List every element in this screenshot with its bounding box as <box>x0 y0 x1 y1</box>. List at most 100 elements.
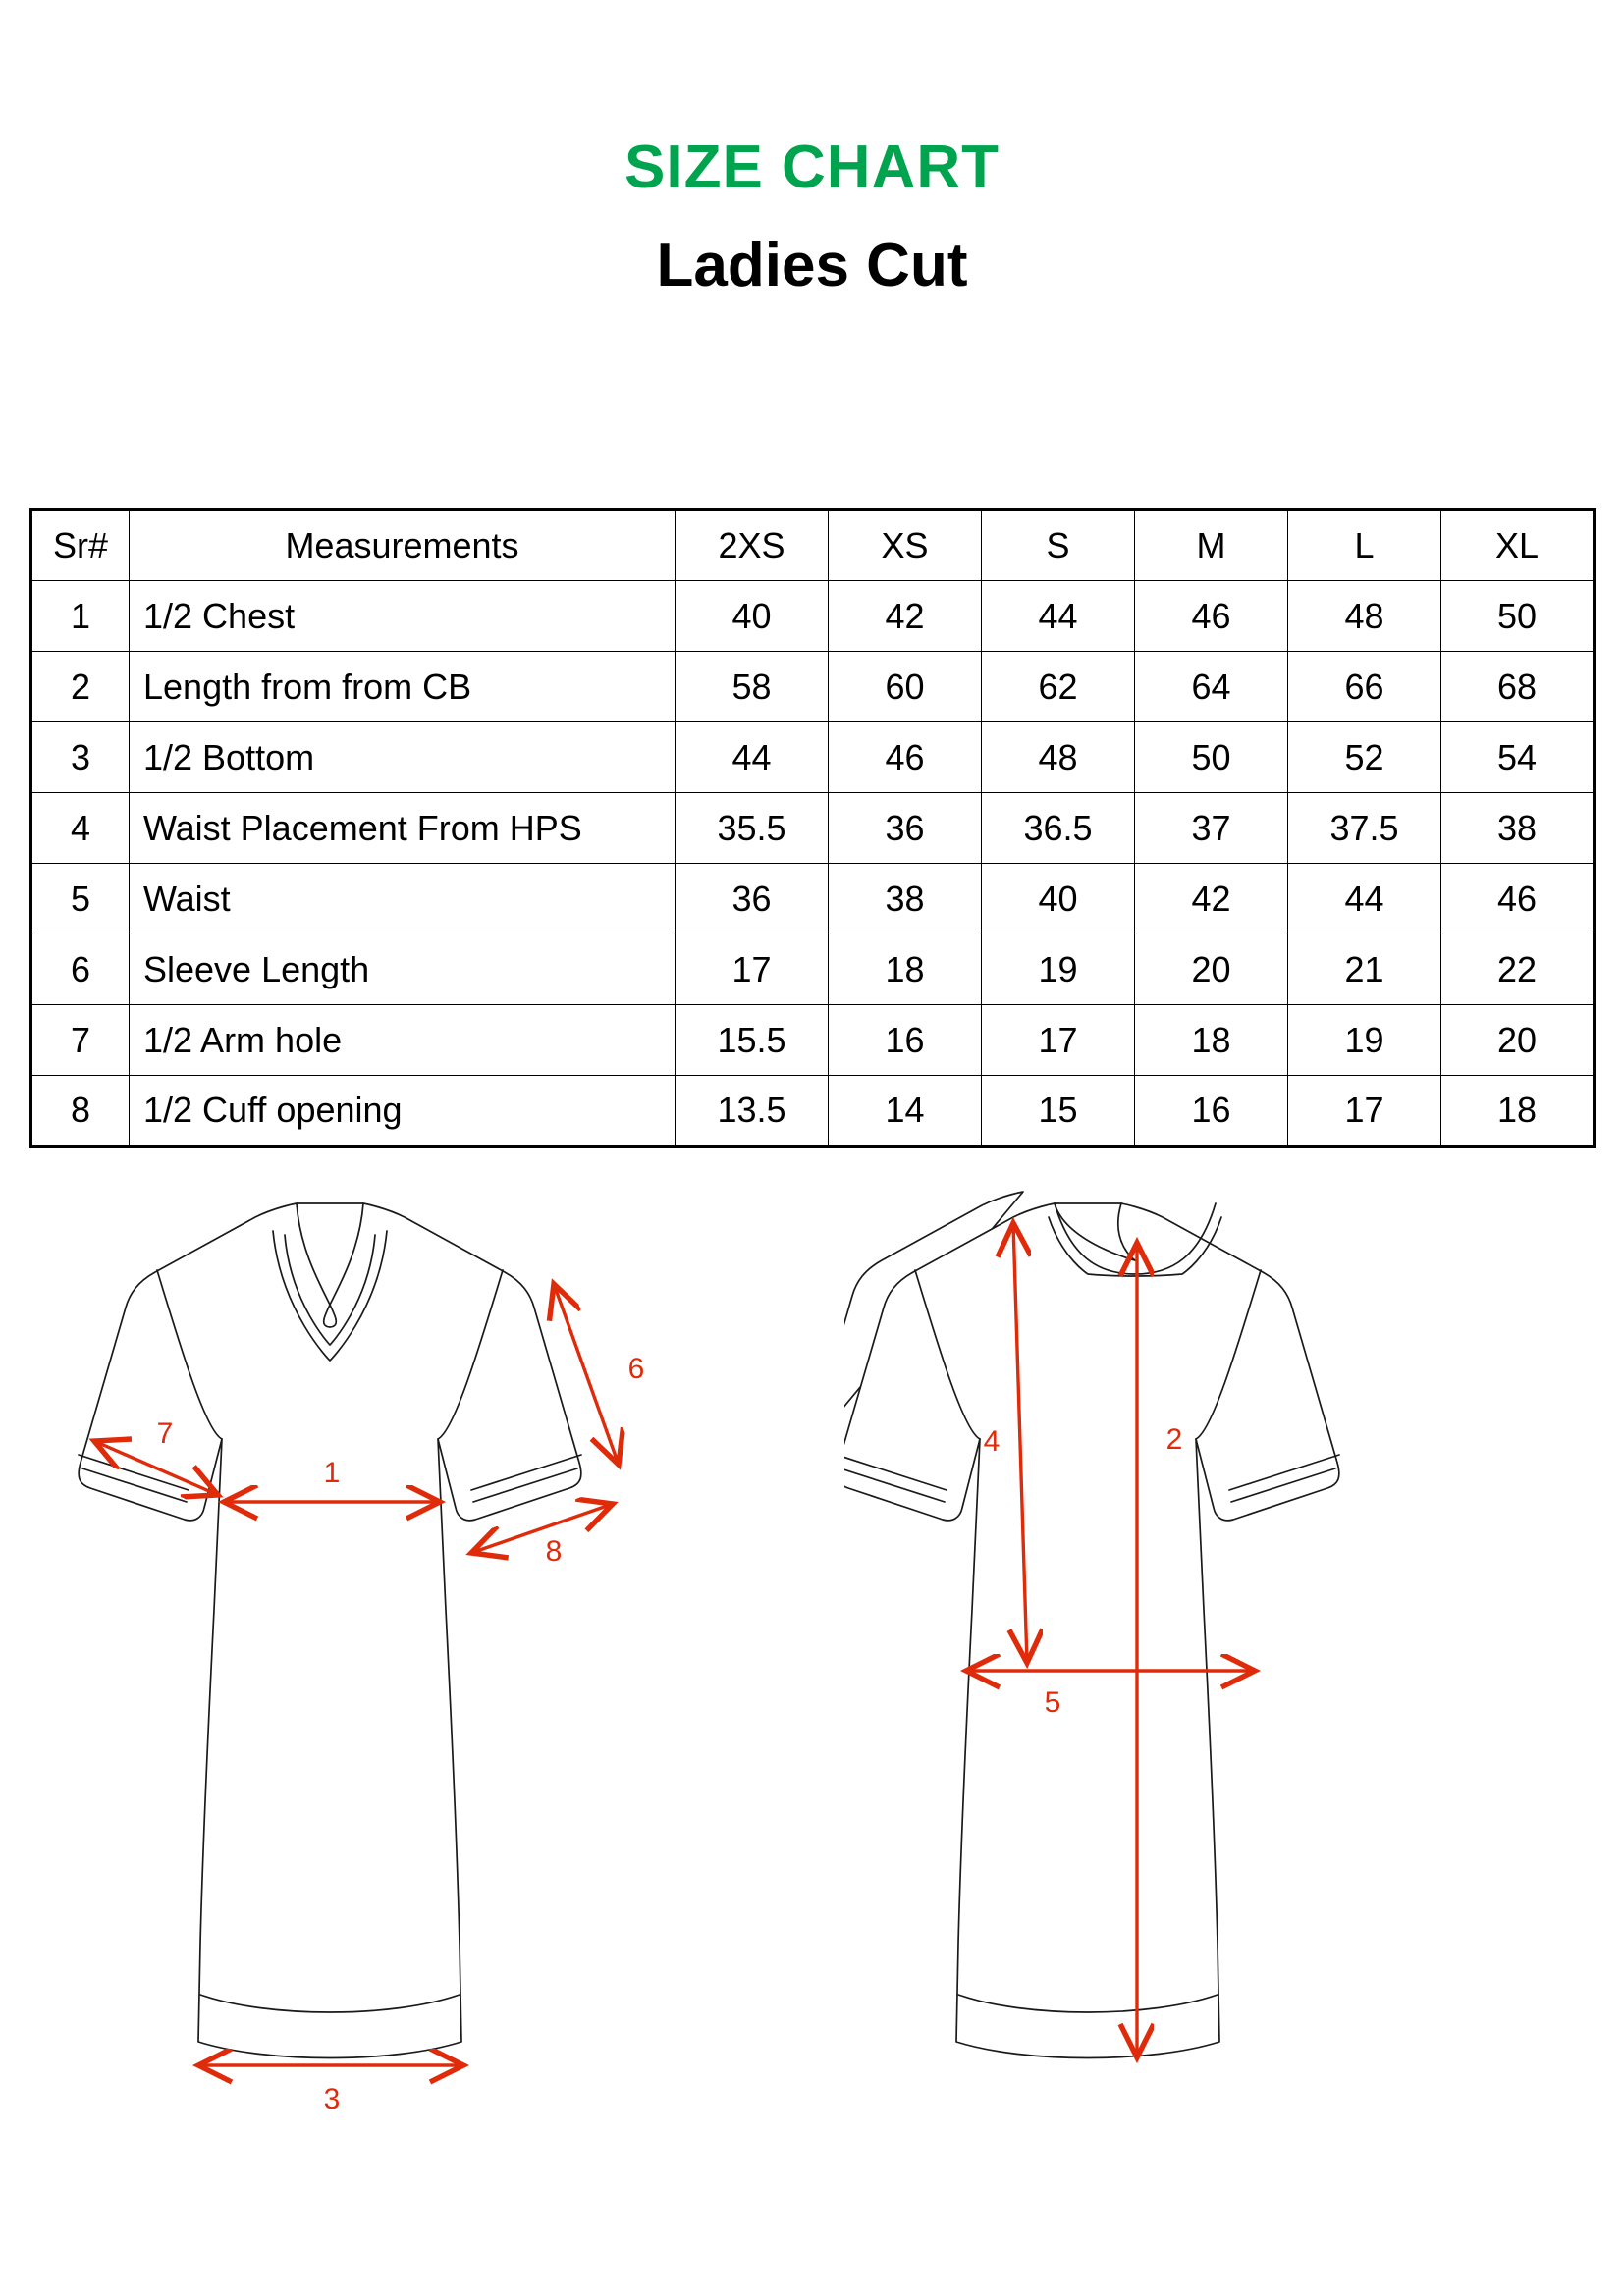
dimension-label-3: 3 <box>324 2083 341 2115</box>
cell-s: 17 <box>981 1004 1135 1076</box>
column-header-xl: XL <box>1440 509 1595 581</box>
cell-measurement: 1/2 Bottom <box>129 721 676 793</box>
cell-2xs: 35.5 <box>675 792 829 864</box>
cell-m: 64 <box>1134 651 1288 722</box>
cell-m: 50 <box>1134 721 1288 793</box>
cell-xl: 20 <box>1440 1004 1595 1076</box>
cell-xl: 46 <box>1440 863 1595 934</box>
back-right-armhole-seam <box>1195 1269 1262 1440</box>
size-chart-table: Sr# Measurements 2XS XS S M L XL 1 1/2 C… <box>29 508 1596 1148</box>
cell-2xs: 40 <box>675 580 829 652</box>
cell-l: 21 <box>1287 934 1441 1005</box>
table-body: 1 1/2 Chest 40 42 44 46 48 50 2 Length f… <box>30 580 1595 1147</box>
dimension-label-5: 5 <box>1045 1686 1061 1719</box>
cell-l: 37.5 <box>1287 792 1441 864</box>
cell-m: 16 <box>1134 1075 1288 1147</box>
back-left-cuff <box>844 1468 946 1503</box>
dimension-label-7: 7 <box>157 1417 174 1450</box>
dimension-label-1: 1 <box>324 1457 341 1489</box>
table-row: 1 1/2 Chest 40 42 44 46 48 50 <box>30 580 1595 652</box>
cell-measurement: Waist <box>129 863 676 934</box>
table-header: Sr# Measurements 2XS XS S M L XL <box>30 509 1595 581</box>
cell-xs: 36 <box>828 792 982 864</box>
dimension-label-8: 8 <box>546 1535 563 1568</box>
front-neckline-rib-inner <box>272 1230 388 1362</box>
column-header-xs: XS <box>828 509 982 581</box>
cell-xs: 46 <box>828 721 982 793</box>
dimension-label-2: 2 <box>1166 1423 1183 1456</box>
cell-xs: 38 <box>828 863 982 934</box>
back-left-armhole-seam <box>914 1269 981 1440</box>
cell-xs: 14 <box>828 1075 982 1147</box>
cell-m: 37 <box>1134 792 1288 864</box>
cell-xl: 54 <box>1440 721 1595 793</box>
column-header-l: L <box>1287 509 1441 581</box>
dimension-line-7 <box>94 1441 218 1495</box>
cell-2xs: 17 <box>675 934 829 1005</box>
cell-s: 48 <box>981 721 1135 793</box>
cell-sr: 6 <box>30 934 130 1005</box>
measurement-diagrams: 7 1 6 8 3 <box>0 1178 1624 2258</box>
table-row: 8 1/2 Cuff opening 13.5 14 15 16 17 18 <box>30 1075 1595 1147</box>
front-hem-line <box>199 1994 460 2013</box>
cell-l: 17 <box>1287 1075 1441 1147</box>
cell-l: 52 <box>1287 721 1441 793</box>
table-row: 6 Sleeve Length 17 18 19 20 21 22 <box>30 934 1595 1005</box>
front-neckline-outer <box>296 1202 364 1328</box>
dimension-label-4: 4 <box>984 1425 1001 1458</box>
dimension-line-4 <box>1013 1223 1027 1663</box>
cell-sr: 2 <box>30 651 130 722</box>
cell-sr: 7 <box>30 1004 130 1076</box>
table-row: 5 Waist 36 38 40 42 44 46 <box>30 863 1595 934</box>
column-header-s: S <box>981 509 1135 581</box>
dimension-line-8 <box>471 1504 613 1553</box>
cell-sr: 4 <box>30 792 130 864</box>
back-hem-line <box>957 1994 1218 2013</box>
cell-measurement: 1/2 Chest <box>129 580 676 652</box>
cell-2xs: 15.5 <box>675 1004 829 1076</box>
front-left-armhole-seam <box>156 1269 223 1440</box>
back-shirt-diagram: 4 2 5 <box>844 1191 1340 2248</box>
column-header-sr: Sr# <box>30 509 130 581</box>
cell-m: 20 <box>1134 934 1288 1005</box>
page-title: SIZE CHART <box>624 133 1000 201</box>
cell-s: 40 <box>981 863 1135 934</box>
cell-xl: 50 <box>1440 580 1595 652</box>
cell-2xs: 58 <box>675 651 829 722</box>
page-subtitle: Ladies Cut <box>656 232 968 299</box>
cell-xl: 18 <box>1440 1075 1595 1147</box>
cell-l: 48 <box>1287 580 1441 652</box>
cell-s: 62 <box>981 651 1135 722</box>
cell-xl: 22 <box>1440 934 1595 1005</box>
cell-s: 15 <box>981 1075 1135 1147</box>
table-row: 3 1/2 Bottom 44 46 48 50 52 54 <box>30 721 1595 793</box>
cell-measurement: Length from from CB <box>129 651 676 722</box>
cell-l: 44 <box>1287 863 1441 934</box>
cell-2xs: 36 <box>675 863 829 934</box>
table-row: 7 1/2 Arm hole 15.5 16 17 18 19 20 <box>30 1004 1595 1076</box>
column-header-2xs: 2XS <box>675 509 829 581</box>
cell-m: 46 <box>1134 580 1288 652</box>
cell-s: 44 <box>981 580 1135 652</box>
cell-xl: 38 <box>1440 792 1595 864</box>
page-header: SIZE CHART Ladies Cut <box>0 0 1624 296</box>
table-header-row: Sr# Measurements 2XS XS S M L XL <box>30 509 1595 581</box>
cell-sr: 8 <box>30 1075 130 1147</box>
cell-s: 19 <box>981 934 1135 1005</box>
back-left-cuff-inner <box>844 1456 947 1491</box>
front-right-armhole-seam <box>437 1269 504 1440</box>
cell-xs: 42 <box>828 580 982 652</box>
cell-2xs: 44 <box>675 721 829 793</box>
cell-xs: 18 <box>828 934 982 1005</box>
table-row: 4 Waist Placement From HPS 35.5 36 36.5 … <box>30 792 1595 864</box>
size-chart-table-container: Sr# Measurements 2XS XS S M L XL 1 1/2 C… <box>29 508 1596 1148</box>
back-right-cuff-inner <box>1228 1454 1340 1491</box>
cell-measurement: Sleeve Length <box>129 934 676 1005</box>
front-body-outline <box>78 1202 582 2059</box>
cell-sr: 1 <box>30 580 130 652</box>
cell-sr: 3 <box>30 721 130 793</box>
cell-m: 18 <box>1134 1004 1288 1076</box>
cell-measurement: 1/2 Cuff opening <box>129 1075 676 1147</box>
column-header-m: M <box>1134 509 1288 581</box>
back-right-cuff <box>1230 1468 1336 1503</box>
